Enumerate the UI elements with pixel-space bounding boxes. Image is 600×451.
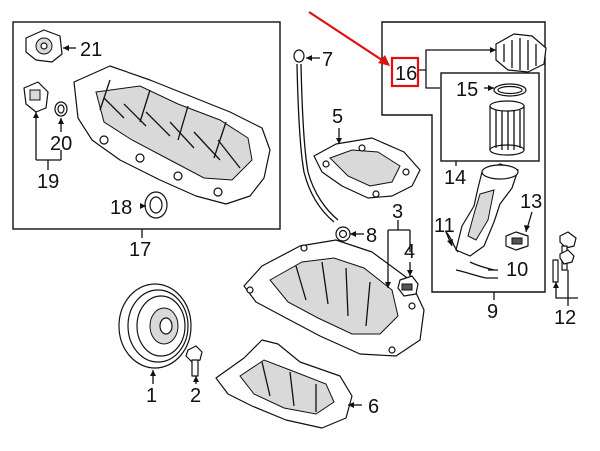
callout-11: 11: [434, 215, 455, 237]
callout-labels: 21 20 19 18 17 7 5 8 3 4 6 1 2 16 15 14 …: [37, 39, 576, 418]
highlight-arrowhead: [378, 55, 390, 66]
leader-arrowheads: [33, 45, 559, 408]
callout-10: 10: [506, 259, 528, 281]
oil-filter-cap: [495, 33, 547, 73]
callout-2: 2: [190, 385, 201, 407]
callout-12: 12: [554, 307, 576, 329]
callout-21: 21: [80, 39, 102, 61]
dipstick-tube-seal: [335, 226, 351, 242]
callout-15: 15: [456, 79, 478, 101]
callout-4: 4: [404, 241, 415, 263]
crankshaft-pulley: [118, 283, 192, 369]
callout-14: 14: [444, 167, 466, 189]
throttle-actuator: [25, 29, 63, 63]
upper-oil-pan: [243, 239, 425, 357]
oil-pressure-sensor: [505, 231, 529, 251]
callout-7: 7: [322, 49, 333, 71]
filter-element-box: [440, 72, 540, 162]
callout-5: 5: [332, 106, 343, 128]
filter-o-ring: [493, 83, 527, 97]
highlight-box: [390, 56, 420, 88]
sensor-o-ring: [54, 101, 68, 117]
dipstick: [293, 49, 339, 223]
callout-3: 3: [392, 201, 403, 223]
callout-16: 16: [395, 63, 417, 85]
oil-baffle: [313, 137, 421, 199]
oil-filter-housing: [455, 163, 519, 257]
callout-20: 20: [50, 133, 72, 155]
callout-17: 17: [129, 239, 151, 261]
oil-filter-element: [489, 100, 525, 156]
callout-8: 8: [366, 225, 377, 247]
callout-19: 19: [37, 171, 59, 193]
highlight-arrow: [308, 11, 386, 63]
map-sensor: [23, 81, 49, 113]
callout-1: 1: [146, 385, 157, 407]
oil-filter-group-box: [381, 21, 546, 293]
manifold-gasket: [144, 191, 168, 219]
intake-group-box: [12, 21, 281, 230]
callout-13: 13: [520, 191, 542, 213]
callout-9: 9: [487, 301, 498, 323]
drain-plug: [397, 275, 419, 297]
intake-manifold: [73, 65, 271, 205]
callout-18: 18: [110, 197, 132, 219]
lower-oil-pan: [215, 339, 353, 429]
pulley-bolt: [185, 345, 203, 377]
callout-6: 6: [368, 396, 379, 418]
filter-housing-bolts: [552, 231, 577, 283]
highlight-marker: [308, 11, 420, 88]
